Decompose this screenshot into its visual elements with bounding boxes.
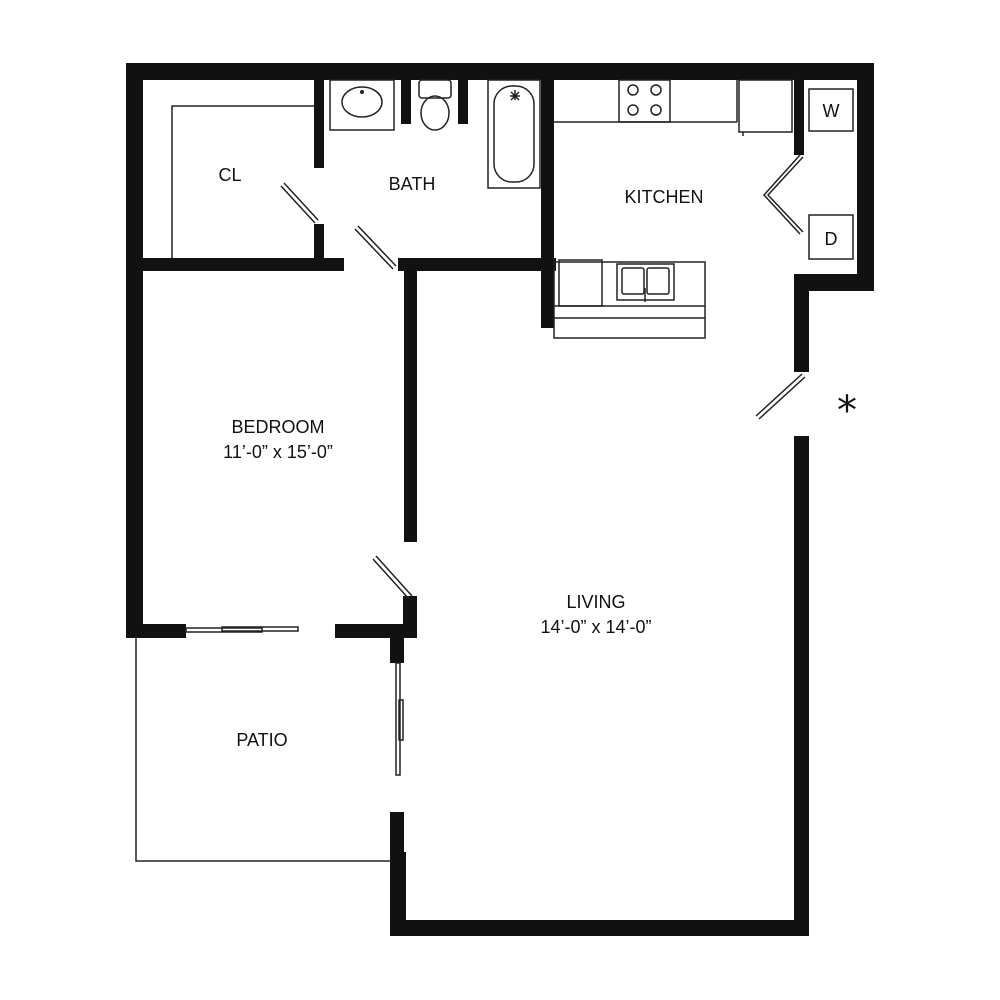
closet-label: CL (218, 165, 241, 185)
entry-marker: * (837, 388, 857, 434)
bathtub (487, 79, 541, 189)
closet-door (280, 182, 319, 224)
toilet (418, 79, 452, 131)
dishwasher (738, 79, 793, 136)
kitchen-island (553, 259, 706, 339)
bath-door (354, 225, 397, 270)
patio-outline (135, 638, 390, 862)
kitchen-counter-top (554, 80, 738, 123)
exterior-walls (126, 63, 874, 936)
bath-label: BATH (389, 174, 436, 194)
bedroom-label: BEDROOM (231, 417, 324, 437)
living-size: 14’-0” x 14’-0” (540, 617, 651, 637)
dryer-label: D (825, 229, 838, 249)
washer-label: W (823, 101, 840, 121)
laundry-bifold-door (762, 154, 804, 235)
bedroom-sliding-door (185, 626, 299, 633)
entry-door (755, 373, 806, 420)
dryer: D (808, 214, 854, 260)
bedroom-size: 11’-0” x 15’-0” (223, 442, 333, 462)
kitchen-label: KITCHEN (624, 187, 703, 207)
living-label: LIVING (566, 592, 625, 612)
living-sliding-door (395, 662, 404, 776)
washer: W (808, 88, 854, 132)
bedroom-door (372, 555, 413, 600)
bathroom-sink (329, 79, 395, 131)
interior-walls (126, 63, 804, 542)
closet-shelf (171, 105, 314, 258)
patio-label: PATIO (236, 730, 287, 750)
stove (618, 79, 671, 123)
